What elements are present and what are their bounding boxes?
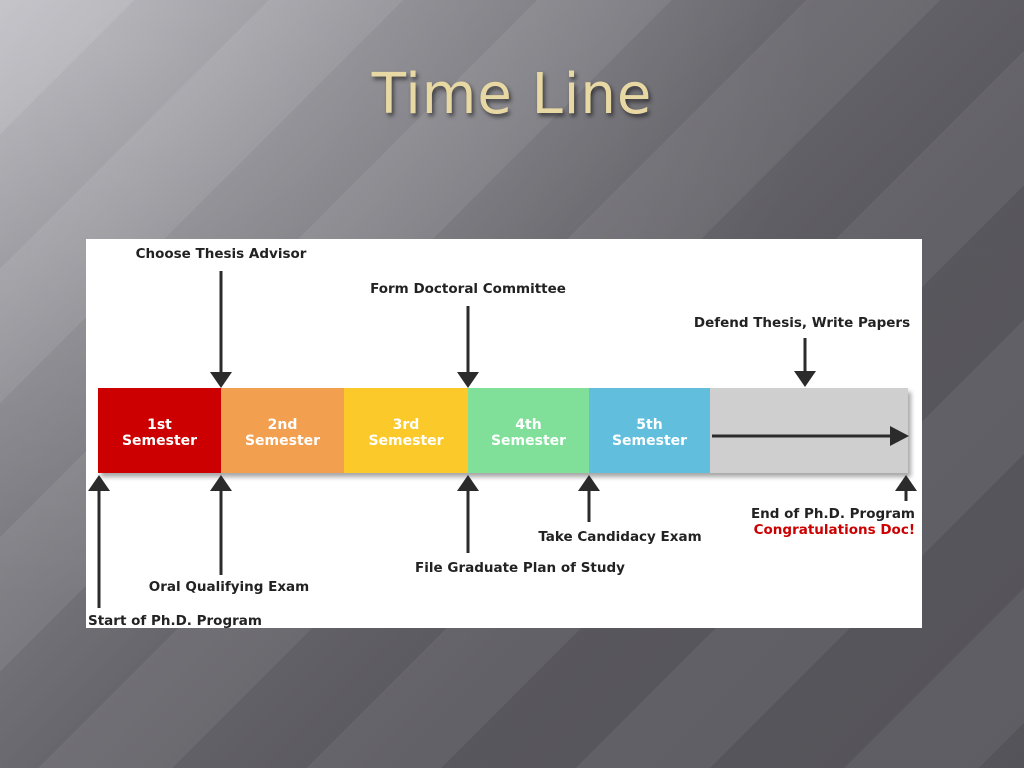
label-file-graduate-plan: File Graduate Plan of Study [415, 560, 625, 576]
arrow-final-period [712, 426, 909, 446]
label-form-doctoral-committee: Form Doctoral Committee [370, 281, 566, 297]
slide-title: Time Line [371, 62, 653, 127]
label-start-of-program: Start of Ph.D. Program [88, 613, 262, 628]
label-end-of-program: End of Ph.D. Program [751, 506, 915, 522]
semester-bar [98, 388, 908, 473]
arrow-oral-exam [210, 475, 232, 575]
timeline-arrows [88, 271, 917, 608]
semester-segment-2 [221, 388, 344, 473]
label-defend-thesis: Defend Thesis, Write Papers [694, 315, 910, 331]
arrow-start-program [88, 475, 110, 608]
arrow-candidacy-exam [578, 475, 600, 522]
semester-4-word: Semester [491, 433, 566, 449]
arrow-choose-advisor [210, 271, 232, 388]
arrow-defend-thesis [794, 338, 816, 387]
semester-segment-4 [468, 388, 589, 473]
arrow-form-committee [457, 306, 479, 388]
label-take-candidacy-exam: Take Candidacy Exam [538, 529, 701, 545]
label-oral-qualifying-exam: Oral Qualifying Exam [149, 579, 309, 595]
label-choose-thesis-advisor: Choose Thesis Advisor [136, 246, 307, 262]
semester-labels: 1stSemester2ndSemester3rdSemester4thSeme… [122, 417, 687, 449]
semester-3-number: 3rd [393, 417, 420, 433]
semester-segment-3 [344, 388, 468, 473]
semester-segment-5 [589, 388, 710, 473]
final-period-segment [710, 388, 908, 473]
semester-4-number: 4th [515, 417, 541, 433]
semester-segment-1 [98, 388, 221, 473]
arrow-graduate-plan [457, 475, 479, 553]
semester-3-word: Semester [368, 433, 443, 449]
semester-2-number: 2nd [268, 417, 298, 433]
timeline-diagram: 1stSemester2ndSemester3rdSemester4thSeme… [88, 246, 917, 628]
semester-1-number: 1st [147, 417, 172, 433]
semester-5-word: Semester [612, 433, 687, 449]
semester-1-word: Semester [122, 433, 197, 449]
semester-5-number: 5th [636, 417, 662, 433]
label-congratulations: Congratulations Doc! [754, 522, 915, 538]
arrow-end-program [895, 475, 917, 501]
semester-2-word: Semester [245, 433, 320, 449]
